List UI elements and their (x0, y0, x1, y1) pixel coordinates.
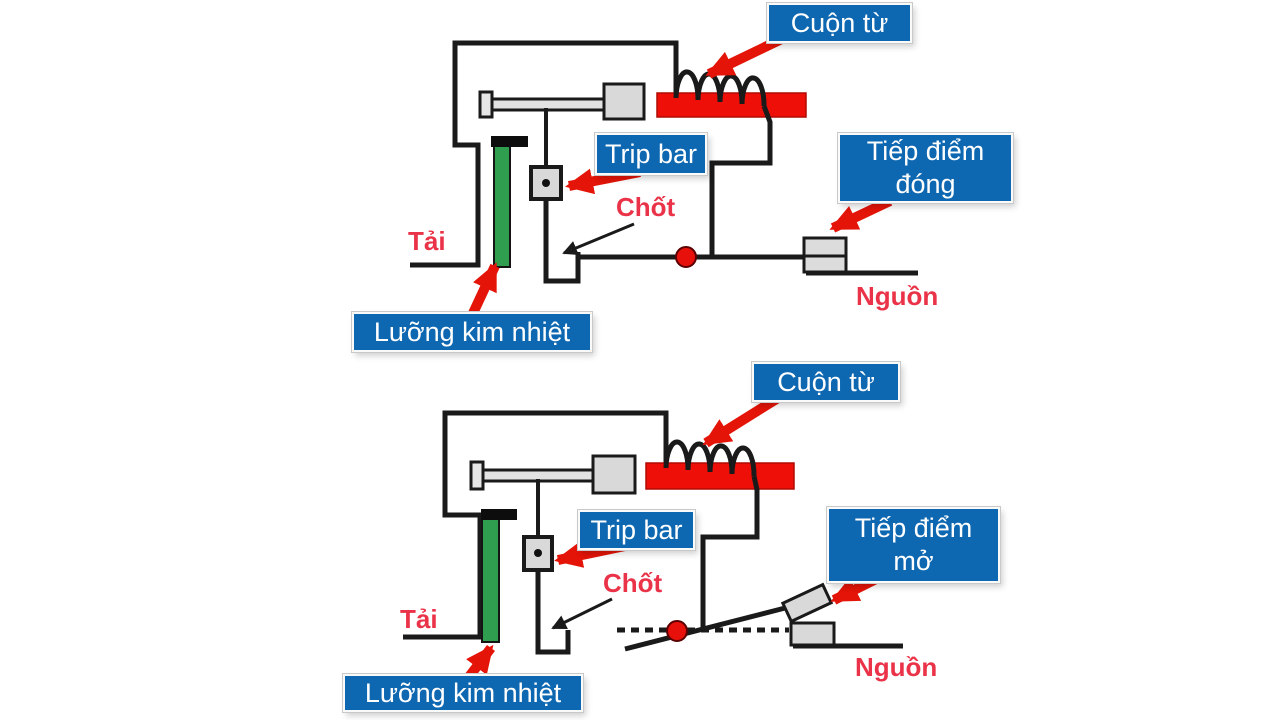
top-coil-return-wire (709, 105, 773, 257)
bottom-moving-contact (780, 582, 834, 624)
top-trip-bar-label: Trip bar (595, 133, 707, 175)
top-contact-lower (802, 254, 848, 274)
bottom-contact-label-line2: mở (893, 546, 934, 576)
bottom-coil-return-wire (700, 475, 760, 629)
bottom-load-label: Tải (400, 604, 438, 634)
bottom-trip-bar-label-text: Trip bar (590, 514, 683, 545)
top-bimetal-label: Lưỡng kim nhiệt (352, 312, 592, 352)
top-pivot (675, 246, 697, 268)
bottom-coil-arrow (702, 393, 781, 448)
bottom-coil-core (645, 462, 795, 490)
top-latch-arrow (562, 222, 635, 255)
bottom-coil-label: Cuộn từ (752, 362, 900, 402)
top-coil-label: Cuộn từ (767, 3, 912, 43)
top-armature-block (602, 82, 646, 121)
bottom-bimetal-strip (481, 518, 500, 643)
bottom-diagram-linework (403, 393, 903, 686)
bottom-coil-winding (663, 439, 757, 477)
bottom-armature-block (591, 454, 637, 495)
bottom-pivot (666, 620, 688, 642)
top-coil-label-text: Cuộn từ (790, 7, 889, 38)
bottom-latch-arrow (551, 597, 613, 630)
top-bimetal-strip (493, 145, 511, 268)
top-trip-bar-label-text: Trip bar (604, 138, 698, 169)
bottom-contact-label-line1: Tiếp điểm (854, 513, 973, 544)
top-coil-winding (673, 69, 767, 107)
top-bimetal-label-text: Lưỡng kim nhiệt (373, 316, 571, 347)
top-load-label: Tải (408, 226, 446, 256)
top-trip-bar-dot (542, 179, 550, 187)
top-contact-arrow (829, 196, 893, 233)
bottom-outer-wire (403, 410, 669, 640)
bottom-coil-label-text: Cuộn từ (777, 366, 875, 397)
bottom-trip-bar-dot (534, 549, 542, 557)
bottom-plunger-handle (469, 460, 485, 491)
bottom-bimetal-label: Lưỡng kim nhiệt (343, 674, 583, 712)
bottom-lever (624, 604, 790, 652)
top-bimetal-cap (491, 136, 528, 147)
top-contact-upper (802, 236, 848, 258)
bottom-source-label: Nguồn (855, 652, 938, 682)
top-latch-hook (543, 199, 581, 284)
top-plunger-handle (478, 90, 494, 119)
top-contact-label: Tiếp điểm đóng (838, 133, 1013, 203)
top-coil-core (656, 92, 807, 118)
bottom-latch-label: Chốt (603, 568, 663, 598)
bottom-contact-label: Tiếp điểm mở (827, 507, 1000, 583)
bottom-bimetal-label-text: Lưỡng kim nhiệt (364, 677, 562, 708)
bottom-latch-hook (535, 570, 571, 655)
bottom-bimetal-cap (481, 509, 517, 520)
top-latch-label: Chốt (616, 192, 676, 222)
top-contact-label-line1: Tiếp điểm (866, 136, 985, 167)
bottom-trip-bar-label: Trip bar (578, 510, 695, 550)
top-contact-label-line2: đóng (895, 169, 956, 199)
top-source-label: Nguồn (856, 281, 939, 311)
bottom-fixed-contact (789, 621, 836, 647)
